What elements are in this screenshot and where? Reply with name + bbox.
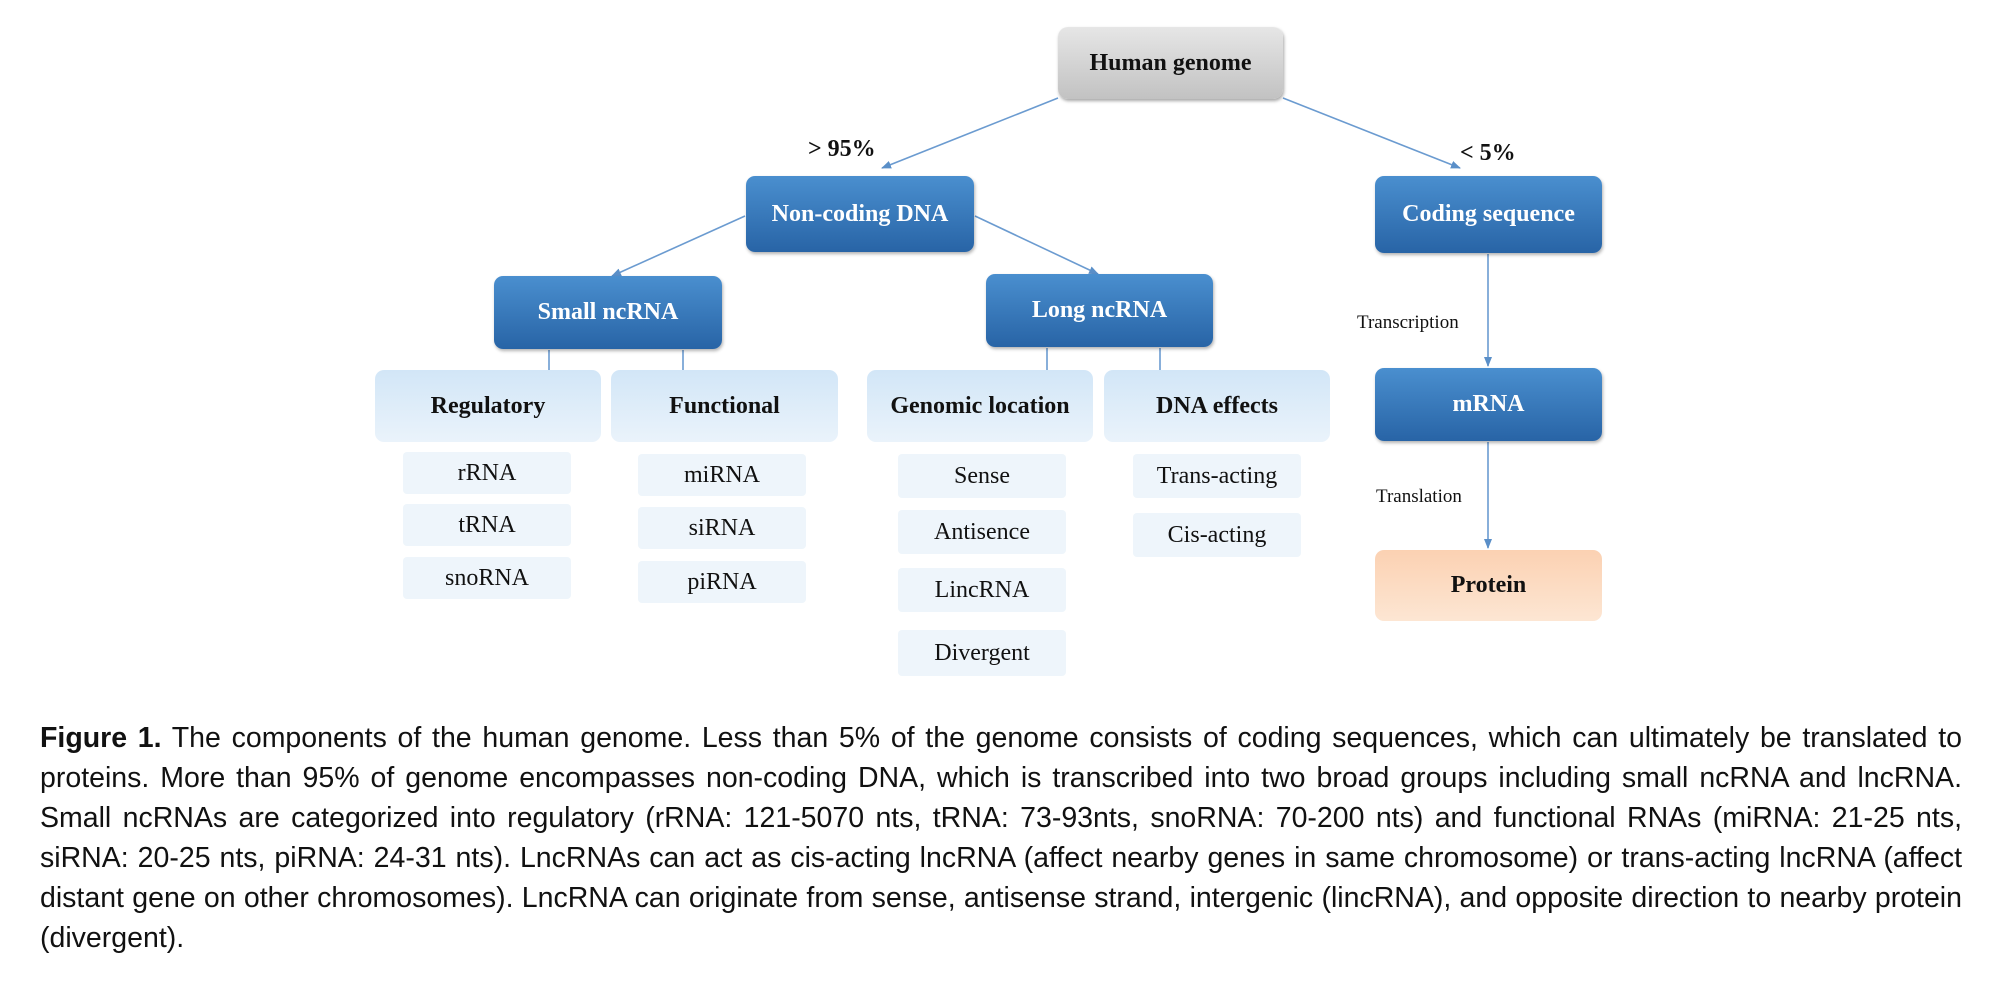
leaf-mirna: miRNA xyxy=(638,454,806,496)
long-ncrna-node: Long ncRNA xyxy=(986,274,1213,347)
transcription-label: Transcription xyxy=(1357,312,1459,333)
leaf-antisence: Antisence xyxy=(898,510,1066,554)
leaf-sense: Sense xyxy=(898,454,1066,498)
coding-percent-label: < 5% xyxy=(1460,140,1516,166)
leaf-lincrna: LincRNA xyxy=(898,568,1066,612)
protein-node: Protein xyxy=(1375,550,1602,621)
small-ncrna-node: Small ncRNA xyxy=(494,276,722,349)
arrow-root-to-noncoding xyxy=(881,97,1059,169)
leaf-pirna: piRNA xyxy=(638,561,806,603)
figure-caption: Figure 1. The components of the human ge… xyxy=(40,718,1962,958)
genomic-location-node: Genomic location xyxy=(867,370,1093,442)
leaf-trans-acting: Trans-acting xyxy=(1133,454,1301,498)
arrow-root-to-coding xyxy=(1282,97,1461,169)
noncoding-percent-label: > 95% xyxy=(808,136,876,162)
translation-label: Translation xyxy=(1376,486,1462,507)
leaf-cis-acting: Cis-acting xyxy=(1133,513,1301,557)
arrow-noncoding-to-long xyxy=(974,215,1099,275)
leaf-divergent: Divergent xyxy=(898,630,1066,676)
leaf-sirna: siRNA xyxy=(638,507,806,549)
functional-node: Functional xyxy=(611,370,838,442)
dna-effects-node: DNA effects xyxy=(1104,370,1330,442)
leaf-rrna: rRNA xyxy=(403,452,571,494)
regulatory-node: Regulatory xyxy=(375,370,601,442)
mrna-node: mRNA xyxy=(1375,368,1602,441)
leaf-trna: tRNA xyxy=(403,504,571,546)
human-genome-node: Human genome xyxy=(1058,27,1283,99)
noncoding-dna-node: Non-coding DNA xyxy=(746,176,974,252)
caption-label: Figure 1. xyxy=(40,722,162,754)
caption-text: The components of the human genome. Less… xyxy=(40,722,1963,954)
arrow-noncoding-to-small xyxy=(611,215,746,277)
leaf-snorna: snoRNA xyxy=(403,557,571,599)
coding-sequence-node: Coding sequence xyxy=(1375,176,1602,253)
